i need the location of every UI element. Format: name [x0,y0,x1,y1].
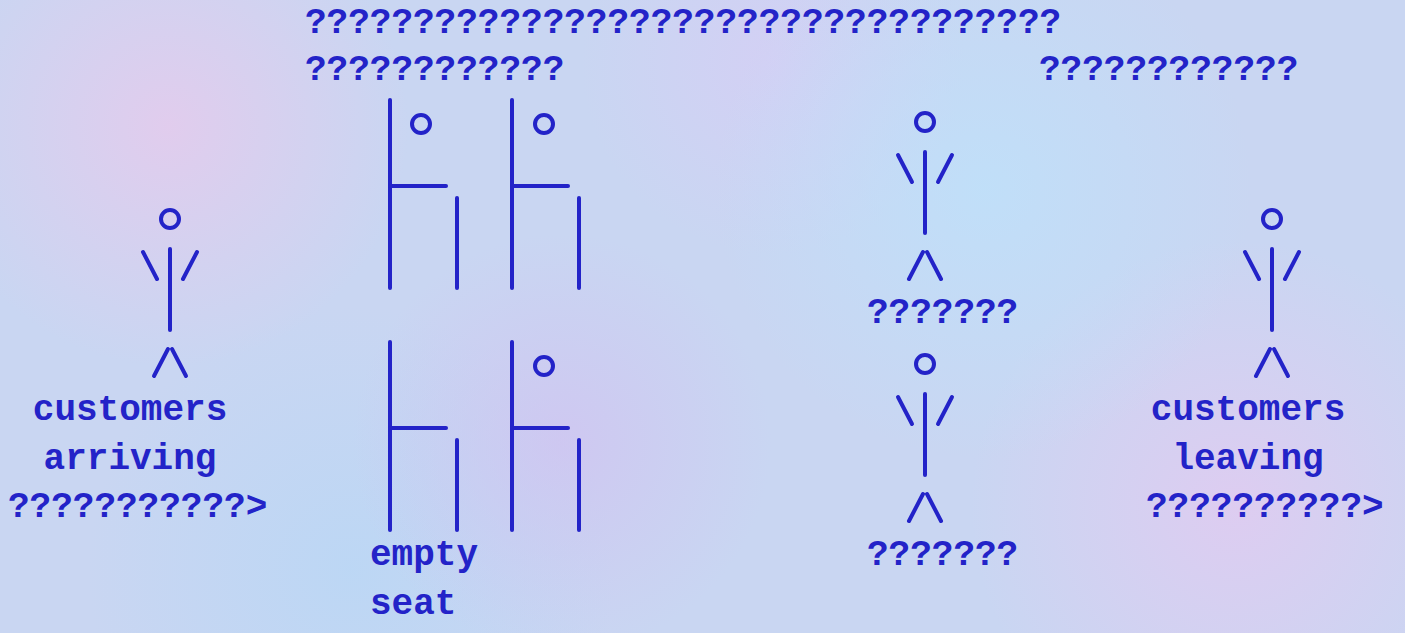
chair [390,100,457,288]
seated-customer [535,115,553,133]
seated-customer [535,357,553,375]
stick-figure [898,355,952,521]
counter: ??????? [867,532,1018,581]
shop-wall: ???????????? [1039,47,1061,96]
stick-figure [143,210,197,376]
shop-wall: ???????????? [305,47,327,96]
chair [390,342,457,530]
flow-label: customers leaving [1140,387,1356,484]
seated-customer [412,115,430,133]
stick-figure [1245,210,1299,376]
seat-label: empty seat [370,532,500,629]
flow-arrow: ???????????> [8,484,267,533]
chair [512,100,579,288]
counter: ??????? [867,290,1018,339]
chair [512,342,579,530]
flow-arrow: ??????????> [1146,484,1384,533]
stick-figure [898,113,952,279]
shop-wall: ??????????????????????????????????? [305,0,1061,49]
flow-label: customers arriving [22,387,238,484]
